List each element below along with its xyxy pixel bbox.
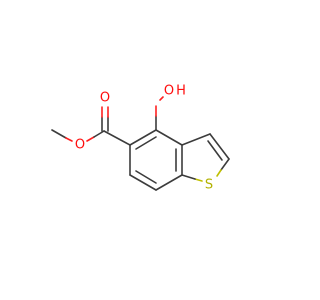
bond-c2-s-yellow — [216, 169, 222, 177]
bond-oh-link — [159, 96, 164, 101]
bond-o-ester-red — [86, 136, 95, 142]
bond-c7-c6 — [129, 174, 157, 191]
bond-c3a-c3 — [181, 133, 211, 146]
bond-methyl-o — [51, 129, 67, 139]
hydroxyl-oxygen-label: O — [164, 84, 174, 99]
bond-s-c7a — [181, 174, 196, 180]
bond-methyl-o-red — [65, 137, 73, 142]
bond-c3-c2-inner — [207, 140, 223, 161]
bond-c2-s — [220, 158, 230, 171]
ester-oxygen-label: O — [75, 138, 85, 153]
bond-carbonyl-ring — [103, 130, 131, 146]
carbonyl-oxygen-label: O — [100, 91, 110, 106]
bond-s-c7a-yellow — [194, 178, 203, 182]
bond-inner-c7-c6 — [135, 170, 157, 184]
bond-c4-c3a — [155, 129, 183, 146]
hydroxyl-hydrogen-label: H — [176, 84, 186, 99]
bond-c7a-c7 — [155, 174, 183, 191]
bond-c3-c2 — [209, 133, 230, 160]
bond-o-ester-c — [93, 130, 105, 138]
molecule-diagram: O O O H S — [51, 84, 230, 193]
sulfur-label: S — [205, 178, 213, 193]
bond-c5-c4 — [129, 129, 157, 146]
bond-inner-c5-c4 — [135, 136, 157, 150]
